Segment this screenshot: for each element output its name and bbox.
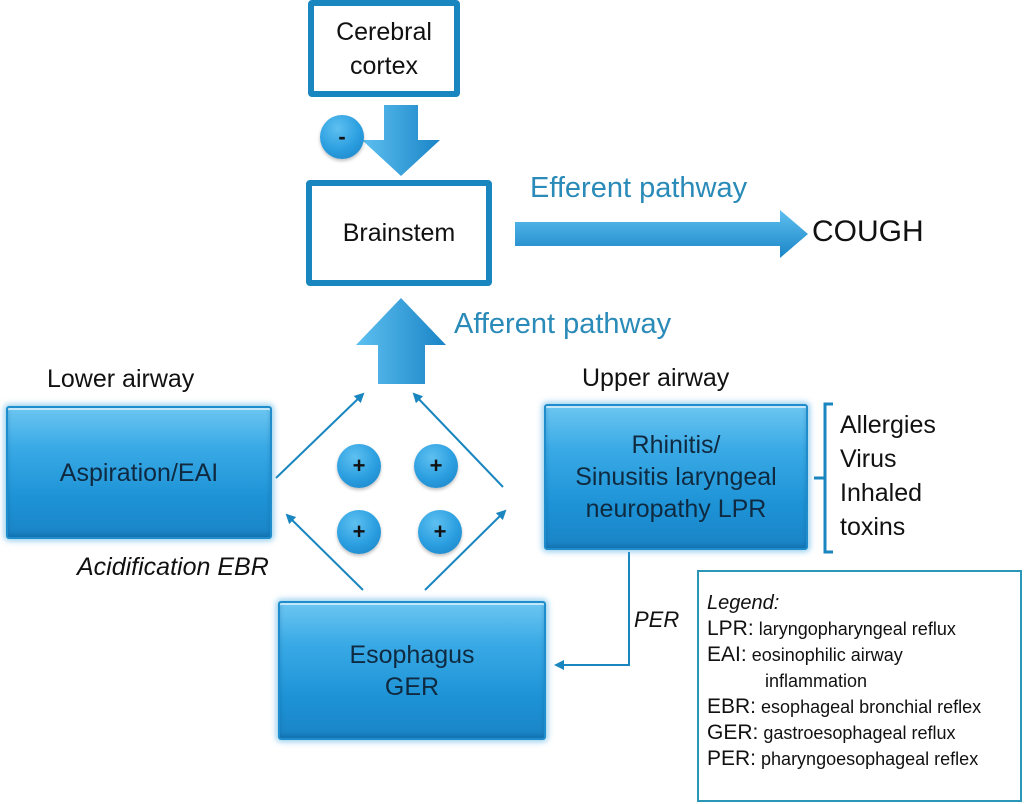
upper-airway-label: Upper airway	[582, 364, 730, 392]
per-label: PER	[634, 607, 680, 632]
per-connector-arrow	[554, 552, 630, 670]
legend-entry: EAI: eosinophilic airway	[707, 642, 1020, 668]
legend-text: eosinophilic airway	[751, 645, 903, 665]
brainstem-box: Brainstem	[306, 180, 492, 286]
esophagus-to-upper-arrow	[424, 509, 507, 591]
legend-abbr: LPR:	[707, 617, 754, 640]
legend-box: Legend: LPR: laryngopharyngeal reflux EA…	[697, 570, 1022, 802]
excitation-plus-icon: +	[418, 510, 462, 554]
legend-abbr: EAI:	[707, 643, 747, 666]
rhinitis-sinusitis-box: Rhinitis/ Sinusitis laryngeal neuropathy…	[544, 404, 808, 550]
cerebral-cortex-box: Cerebral cortex	[308, 0, 460, 97]
legend-entry: LPR: laryngopharyngeal reflux	[707, 616, 1020, 642]
esophagus-ger-box: Esophagus GER	[278, 601, 546, 740]
trigger-item: Inhaled	[840, 479, 923, 507]
aspiration-eai-box: Aspiration/EAI	[6, 406, 272, 539]
legend-abbr: PER:	[707, 747, 757, 770]
inhibition-arrow	[362, 105, 440, 176]
legend-abbr: GER:	[707, 721, 759, 744]
upper-to-afferent-arrow	[412, 392, 504, 488]
legend-entry: EBR: esophageal bronchial reflex	[707, 694, 1020, 720]
excitation-plus-icon: +	[337, 510, 381, 554]
legend-entry-continuation: inflammation	[765, 671, 868, 691]
efferent-arrow	[515, 210, 808, 258]
afferent-arrow	[356, 298, 446, 384]
afferent-pathway-label: Afferent pathway	[454, 308, 672, 340]
aspiration-to-afferent-arrow	[275, 392, 365, 479]
excitation-plus-icon: +	[414, 444, 458, 488]
trigger-item: Virus	[840, 445, 897, 473]
legend-abbr: EBR:	[707, 695, 757, 718]
legend-text: esophageal bronchial reflex	[761, 697, 982, 717]
inhibition-minus-icon: -	[320, 115, 364, 159]
esophagus-to-aspiration-arrow	[285, 513, 364, 591]
trigger-list: Allergies Virus Inhaled toxins	[840, 408, 936, 544]
acidification-ebr-label: Acidification EBR	[77, 553, 269, 581]
legend-title: Legend:	[707, 592, 780, 614]
cough-label: COUGH	[812, 215, 924, 248]
excitation-plus-icon: +	[337, 444, 381, 488]
legend-text: laryngopharyngeal reflux	[758, 619, 956, 639]
trigger-item: Allergies	[840, 411, 936, 439]
legend-entry: PER: pharyngoesophageal reflex	[707, 746, 1020, 772]
legend-text: gastroesophageal reflux	[763, 723, 956, 743]
legend-text: pharyngoesophageal reflex	[761, 749, 979, 769]
trigger-bracket	[814, 402, 833, 554]
trigger-item: toxins	[840, 513, 906, 541]
lower-airway-label: Lower airway	[47, 365, 195, 393]
efferent-pathway-label: Efferent pathway	[530, 172, 748, 204]
legend-entry: GER: gastroesophageal reflux	[707, 720, 1020, 746]
